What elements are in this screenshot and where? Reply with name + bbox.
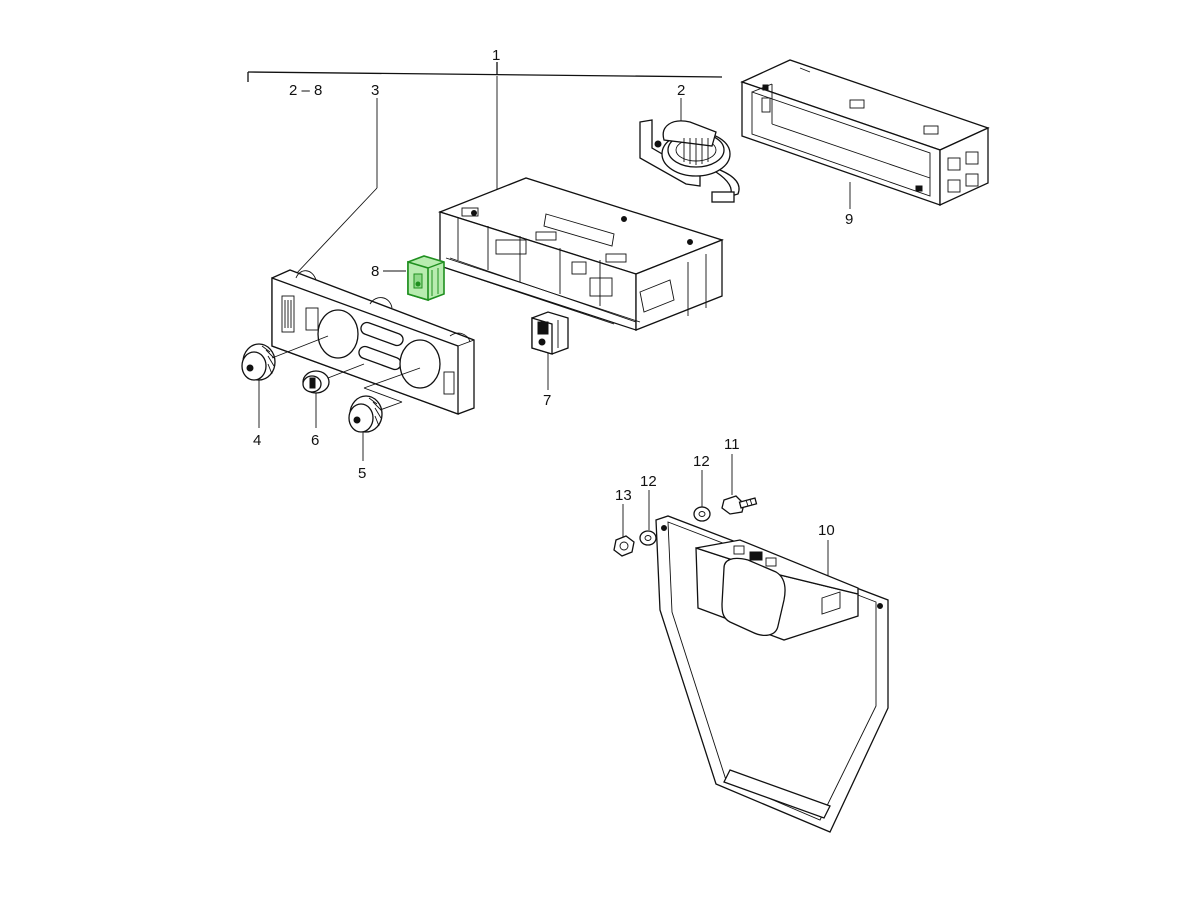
part-6-small-knob[interactable] <box>302 370 330 394</box>
part-5-axis <box>363 367 421 411</box>
part-8-alignment-line <box>445 267 615 325</box>
callout-2[interactable]: 2 <box>677 82 685 99</box>
callout-12-lower[interactable]: 12 <box>640 473 657 490</box>
callout-12-upper[interactable]: 12 <box>693 453 710 470</box>
part-8-switch-highlighted[interactable] <box>407 255 445 302</box>
part-13-nut[interactable] <box>613 535 635 557</box>
part-6-axis <box>327 363 365 379</box>
leader-lines <box>258 76 851 578</box>
part-7-switch[interactable] <box>531 311 569 355</box>
callout-9[interactable]: 9 <box>845 211 853 228</box>
part-4-axis <box>271 335 329 359</box>
callout-6[interactable]: 6 <box>311 432 319 449</box>
assembly-bracket <box>247 62 723 82</box>
part-9-mounting-frame[interactable] <box>740 59 990 207</box>
callout-5[interactable]: 5 <box>358 465 366 482</box>
callout-3[interactable]: 3 <box>371 82 379 99</box>
callout-10[interactable]: 10 <box>818 522 835 539</box>
part-10-control-module[interactable] <box>655 515 889 833</box>
callout-7[interactable]: 7 <box>543 392 551 409</box>
part-3-control-panel[interactable] <box>271 269 475 415</box>
part-1-control-unit[interactable] <box>438 177 724 331</box>
part-12-washer-upper[interactable] <box>693 506 711 522</box>
callout-2-8[interactable]: 2 – 8 <box>289 82 322 99</box>
part-12-washer-lower[interactable] <box>639 530 657 546</box>
part-5-knob[interactable] <box>348 395 383 433</box>
part-2-blower-motor[interactable] <box>639 119 740 203</box>
part-11-screw[interactable] <box>721 495 758 515</box>
callout-8[interactable]: 8 <box>371 263 379 280</box>
callout-11[interactable]: 11 <box>724 436 740 453</box>
callout-13[interactable]: 13 <box>615 487 632 504</box>
part-4-knob[interactable] <box>241 343 276 381</box>
callout-1[interactable]: 1 <box>492 47 500 64</box>
callout-4[interactable]: 4 <box>253 432 261 449</box>
